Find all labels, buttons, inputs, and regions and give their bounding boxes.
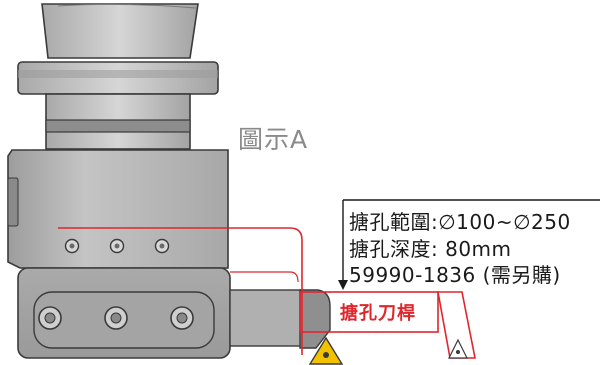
holder-neck-groove [45,119,191,133]
part-number-spec: 59990-1836 (需另購) [349,263,561,287]
boring-bar-tip-outline [437,291,476,359]
insert-screw-right [456,350,460,354]
insert-outline-right [448,338,468,359]
boring-bar-label: 搪孔刀桿 [340,303,416,324]
insert-yellow [308,336,344,365]
holder-taper [41,3,199,59]
side-slot [7,177,19,227]
boring-range-outline [58,227,303,355]
boring-head-body [7,149,229,269]
upper-screw-holes [64,238,170,254]
holder-flange-band [18,70,218,78]
figure-title: 圖示A [238,125,309,154]
holder-taper-edge [57,3,197,9]
boring-range-spec: 搪孔範圍:∅100~∅250 [349,210,571,234]
boring-depth-spec: 搪孔深度: 80mm [349,237,512,261]
boring-bar-head [299,289,331,349]
boring-range-outline-lower [230,271,299,283]
leader-arrow [338,280,348,290]
lower-screws [38,306,194,330]
boring-bar-outline [299,291,439,333]
insert-screw [323,352,329,358]
tool-shank [229,289,303,347]
